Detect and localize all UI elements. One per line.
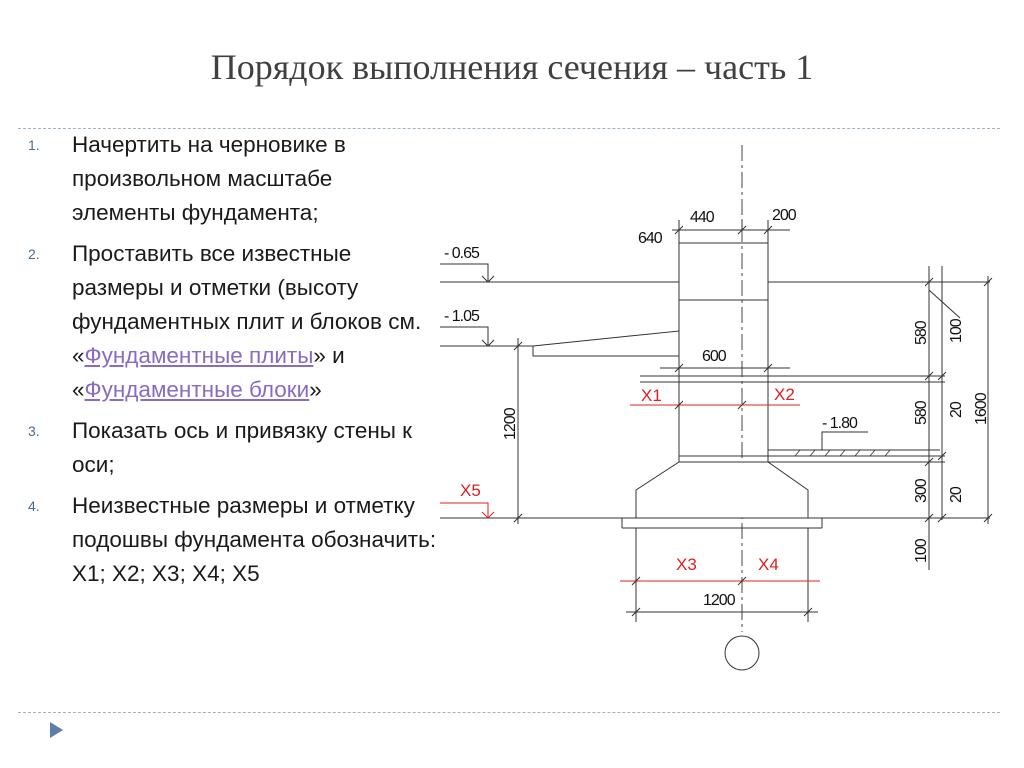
dim-20-mid: 20 [948, 401, 965, 418]
dim-20-low: 20 [948, 486, 965, 503]
item-number: 2. [28, 246, 40, 262]
list-item: 1. Начертить на черновике в произвольном… [28, 128, 438, 230]
level-105: - 1.05 [444, 308, 480, 325]
steps-list: 1. Начертить на черновике в произвольном… [28, 128, 438, 598]
foundation-slab [635, 461, 809, 519]
list-item: 3. Показать ось и привязку стены к оси; [28, 414, 438, 482]
dim-580-top: 580 [913, 320, 930, 345]
item-number: 3. [28, 423, 40, 439]
level-180: - 1.80 [822, 415, 858, 432]
item-text: » [309, 377, 322, 402]
axis-marker-circle [724, 635, 760, 671]
item-number: 1. [28, 137, 40, 153]
item-text: Неизвестные размеры и отметку подошвы фу… [72, 493, 437, 586]
bottom-divider [18, 712, 1000, 713]
item-text: Начертить на черновике в произвольном ма… [72, 132, 346, 225]
upper-wall-block [678, 242, 769, 301]
dim-1200-left: 1200 [502, 407, 519, 440]
item-text: » и « [72, 343, 345, 402]
dim-1200-bottom: 1200 [703, 592, 736, 609]
next-arrow-icon[interactable] [50, 722, 63, 738]
level-065: - 0.65 [444, 245, 480, 262]
list-item: 2. Проставить все известные размеры и от… [28, 237, 438, 407]
item-number: 4. [28, 498, 40, 514]
link-foundation-blocks[interactable]: Фундаментные блоки [84, 377, 310, 402]
dim-1600: 1600 [973, 392, 990, 425]
dim-200: 200 [772, 207, 797, 224]
list-item: 4. Неизвестные размеры и отметку подошвы… [28, 489, 438, 591]
dim-580-mid: 580 [913, 400, 930, 425]
label-x3: X3 [676, 555, 697, 574]
top-divider [18, 128, 1000, 129]
label-x2: X2 [774, 385, 795, 404]
dim-300: 300 [913, 478, 930, 503]
dim-640: 640 [638, 230, 663, 247]
item-text: Показать ось и привязку стены к оси; [72, 418, 413, 477]
item-text: Проставить все известные размеры и отмет… [72, 241, 422, 368]
label-x4: X4 [758, 555, 779, 574]
label-x1: X1 [641, 386, 662, 405]
dim-440: 440 [690, 209, 715, 226]
dim-100-top: 100 [948, 318, 965, 343]
link-foundation-slabs[interactable]: Фундаментные плиты [84, 343, 314, 368]
dim-100-bottom: 100 [913, 538, 930, 563]
slide-title: Порядок выполнения сечения – часть 1 [210, 47, 814, 87]
label-x5: X5 [460, 481, 481, 500]
dim-600: 600 [702, 348, 727, 365]
